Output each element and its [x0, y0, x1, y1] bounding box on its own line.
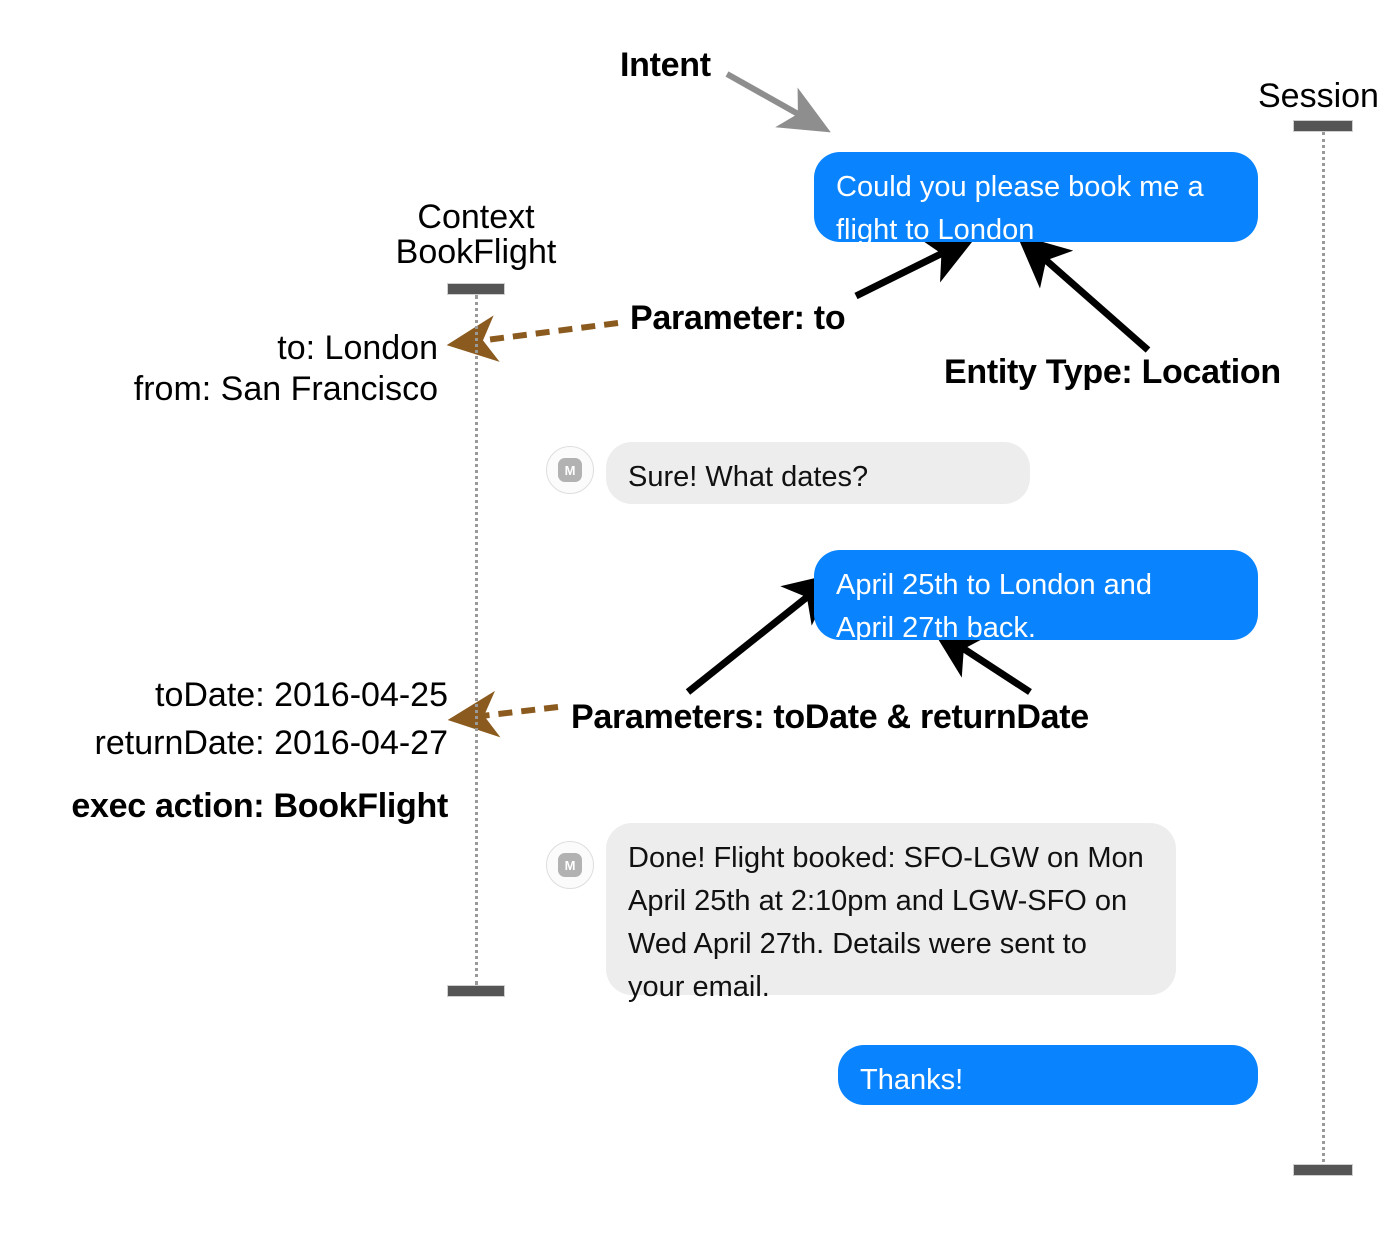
entity-type-arrow	[1016, 234, 1151, 353]
context-lifeline-cap-top	[447, 283, 505, 295]
annotation-parameters-dates: Parameters: toDate & returnDate	[571, 698, 1089, 736]
annotation-parameter-to: Parameter: to	[630, 299, 846, 337]
context-lifeline	[475, 295, 478, 985]
context-param-returndate: returnDate: 2016-04-27	[94, 724, 448, 762]
chat-bubble-user-2[interactable]: April 25th to London and April 27th back…	[814, 550, 1258, 644]
agent-avatar-2: M	[546, 841, 594, 889]
session-label: Session	[1258, 77, 1379, 115]
session-lifeline-cap-bottom	[1293, 1164, 1353, 1176]
context-param-to-arrow	[446, 315, 619, 362]
parameter-todate-arrow	[685, 572, 838, 695]
chat-bubble-agent-1[interactable]: Sure! What dates?	[606, 442, 1030, 504]
context-exec-action: exec action: BookFlight	[71, 787, 448, 825]
context-label-line2: BookFlight	[395, 233, 557, 271]
context-lifeline-cap-bottom	[447, 985, 505, 997]
session-lifeline	[1322, 132, 1325, 1168]
context-param-from: from: San Francisco	[133, 370, 438, 408]
context-label-line1: Context	[417, 198, 535, 236]
agent-avatar-badge: M	[558, 458, 582, 482]
intent-arrow	[725, 71, 831, 133]
chat-bubble-user-3[interactable]: Thanks!	[838, 1045, 1258, 1105]
context-param-to: to: London	[277, 329, 438, 367]
chat-bubble-agent-2[interactable]: Done! Flight booked: SFO-LGW on Mon Apri…	[606, 823, 1176, 1003]
session-lifeline-cap-top	[1293, 120, 1353, 132]
context-param-dates-arrow	[447, 690, 559, 738]
agent-avatar-badge-2: M	[558, 853, 582, 877]
context-param-todate: toDate: 2016-04-25	[155, 676, 448, 714]
annotation-entity-type: Entity Type: Location	[944, 353, 1281, 391]
agent-avatar-1: M	[546, 446, 594, 494]
intent-label: Intent	[620, 46, 711, 84]
chat-bubble-user-1[interactable]: Could you please book me a flight to Lon…	[814, 152, 1258, 246]
